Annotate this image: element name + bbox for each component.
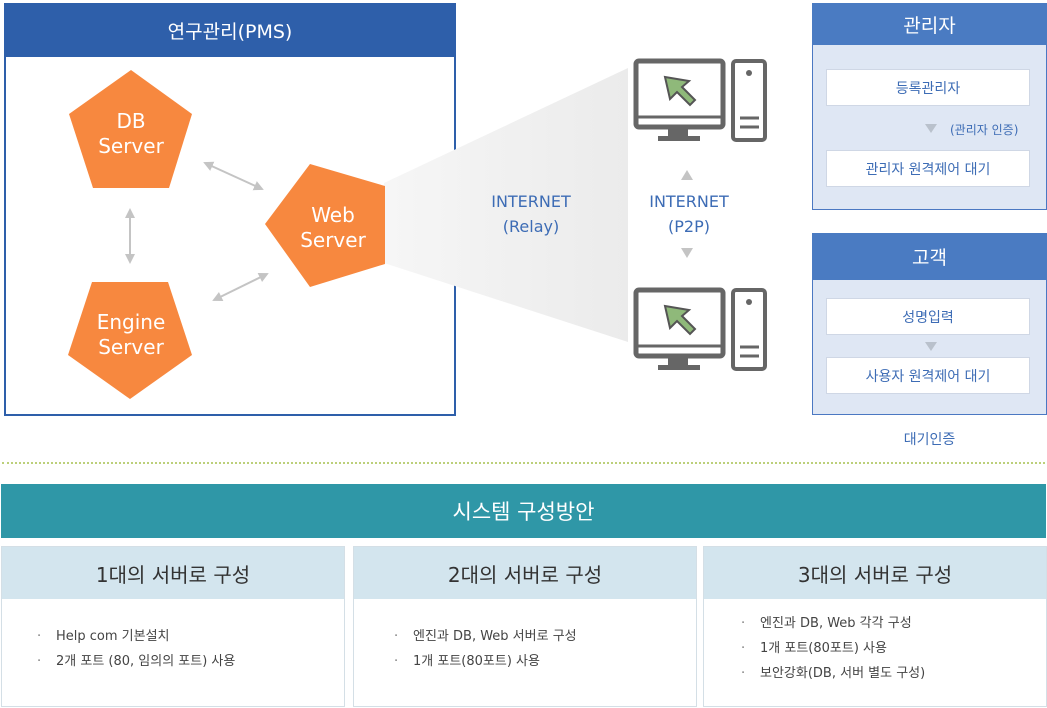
p2p-down-arrow-icon — [681, 248, 693, 258]
web-server-shape — [265, 164, 385, 287]
db-web-arrow — [203, 161, 264, 191]
list-item: 엔진과 DB, Web 서버로 구성 — [394, 624, 696, 649]
pms-title: 연구관리(PMS) — [4, 3, 456, 57]
internet-relay-line2: (Relay) — [502, 217, 560, 236]
architecture-diagram — [68, 58, 767, 399]
web-server-label-line1: Web — [311, 203, 355, 227]
system-config-title: 시스템 구성방안 — [1, 484, 1046, 538]
engine-server-label: Engine Server — [75, 310, 187, 360]
customer-down-arrow-icon — [925, 342, 937, 351]
admin-remote-wait-box: 관리자 원격제어 대기 — [826, 150, 1030, 187]
admin-auth-note: (관리자 인증) — [950, 123, 1019, 137]
config-card-2-list: 엔진과 DB, Web 서버로 구성 1개 포트(80포트) 사용 — [354, 624, 696, 674]
wait-auth-label: 대기인증 — [903, 432, 956, 448]
db-server-shape — [69, 70, 192, 188]
engine-server-label-line1: Engine — [96, 310, 166, 334]
db-server-label: DB Server — [80, 109, 182, 159]
p2p-up-arrow-icon — [681, 170, 693, 180]
list-item: Help com 기본설치 — [37, 624, 344, 649]
db-server-label-line1: DB — [116, 109, 146, 133]
db-server-label-line2: Server — [98, 134, 164, 158]
config-card-3: 3대의 서버로 구성 엔진과 DB, Web 각각 구성 1개 포트(80포트)… — [703, 546, 1047, 707]
admin-computer-icon — [633, 58, 767, 142]
web-server-label: Web Server — [282, 203, 384, 253]
admin-title: 관리자 — [812, 3, 1047, 45]
customer-computer-icon — [633, 287, 767, 371]
config-card-2: 2대의 서버로 구성 엔진과 DB, Web 서버로 구성 1개 포트(80포트… — [353, 546, 697, 707]
engine-server-shape — [68, 282, 192, 399]
config-card-3-list: 엔진과 DB, Web 각각 구성 1개 포트(80포트) 사용 보안강화(DB… — [704, 611, 1046, 686]
list-item: 1개 포트(80포트) 사용 — [741, 636, 1046, 661]
list-item: 1개 포트(80포트) 사용 — [394, 649, 696, 674]
engine-web-arrow — [212, 273, 269, 301]
internet-relay-beam — [384, 68, 628, 342]
customer-title: 고객 — [812, 233, 1047, 280]
admin-down-arrow-icon — [925, 124, 937, 133]
config-card-1-title: 1대의 서버로 구성 — [2, 547, 344, 599]
register-admin-box: 등록관리자 — [826, 69, 1030, 106]
name-input-box: 성명입력 — [826, 298, 1030, 335]
list-item: 2개 포트 (80, 임의의 포트) 사용 — [37, 649, 344, 674]
list-item: 엔진과 DB, Web 각각 구성 — [741, 611, 1046, 636]
config-card-1-list: Help com 기본설치 2개 포트 (80, 임의의 포트) 사용 — [2, 624, 344, 674]
section-divider — [2, 462, 1045, 464]
config-card-1: 1대의 서버로 구성 Help com 기본설치 2개 포트 (80, 임의의 … — [1, 546, 345, 707]
config-card-2-title: 2대의 서버로 구성 — [354, 547, 696, 599]
config-card-3-title: 3대의 서버로 구성 — [704, 547, 1046, 599]
internet-p2p-line1: INTERNET — [649, 192, 729, 211]
internet-p2p-label: INTERNET (P2P) — [633, 189, 745, 239]
internet-p2p-line2: (P2P) — [668, 217, 710, 236]
engine-server-label-line2: Server — [98, 335, 164, 359]
internet-relay-line1: INTERNET — [491, 192, 571, 211]
list-item: 보안강화(DB, 서버 별도 구성) — [741, 661, 1046, 686]
internet-relay-label: INTERNET (Relay) — [475, 189, 587, 239]
web-server-label-line2: Server — [300, 228, 366, 252]
customer-remote-wait-box: 사용자 원격제어 대기 — [826, 357, 1030, 394]
